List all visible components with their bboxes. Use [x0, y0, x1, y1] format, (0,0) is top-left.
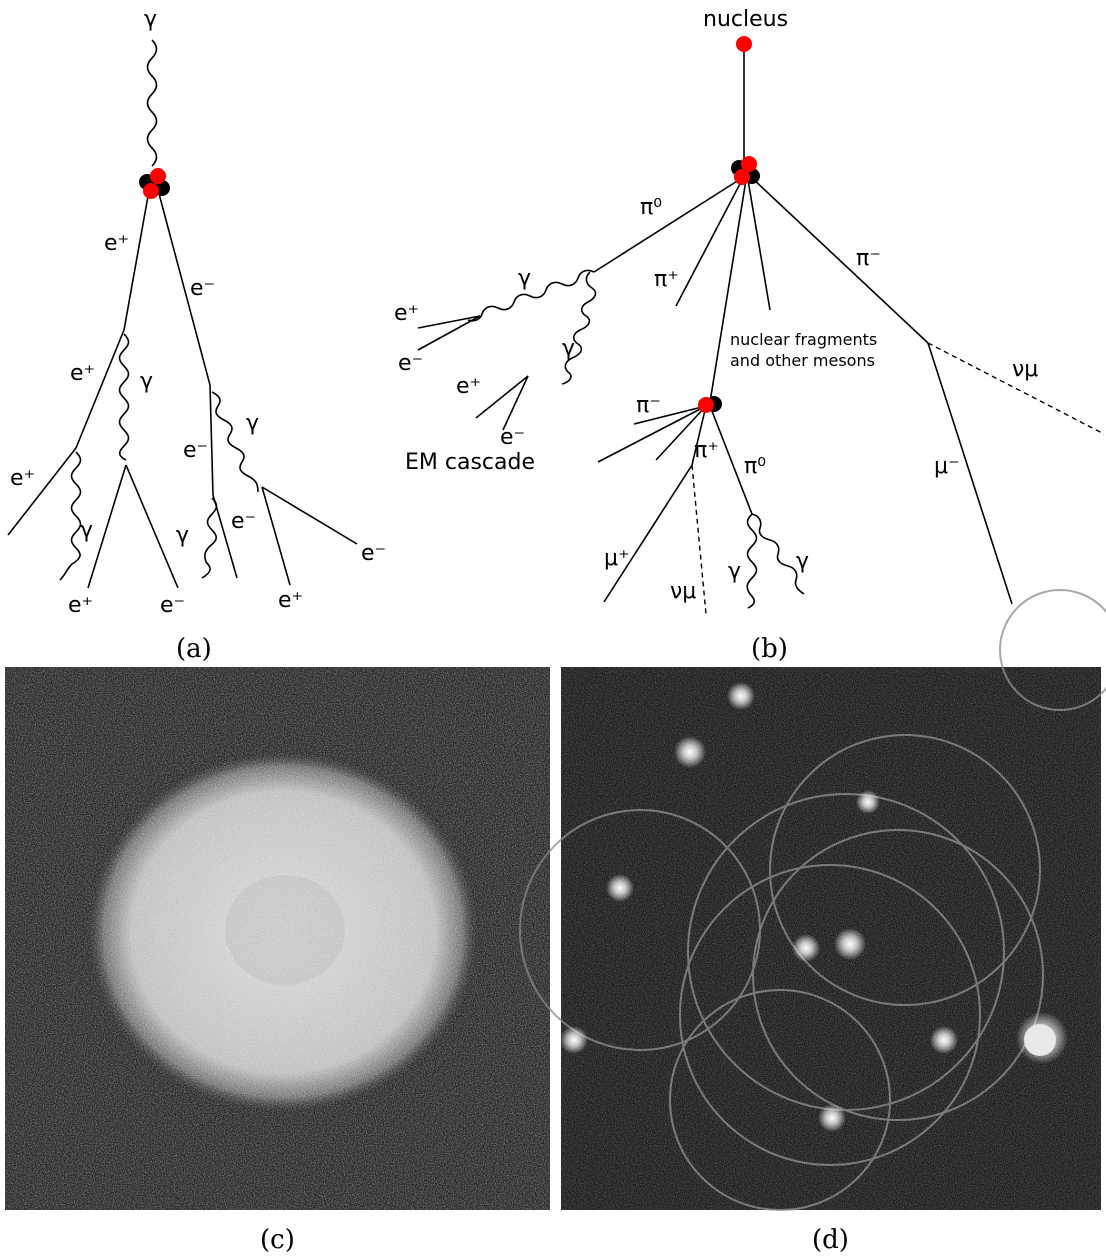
vertex-red: [736, 36, 752, 52]
label-nucleus: nucleus: [703, 7, 788, 32]
fragment-track: [747, 179, 771, 311]
label-gamma: γ: [144, 7, 157, 32]
e-plus-track: [7, 447, 77, 536]
label-gamma: γ: [176, 523, 189, 548]
pi0-track: [593, 177, 743, 273]
label-nu-mu: νμ: [670, 579, 696, 604]
label-fragments: nuclear fragments: [730, 330, 877, 349]
label-nu-mu: νμ: [1012, 357, 1038, 382]
vertex-red: [741, 156, 757, 172]
secondary-track: [597, 405, 707, 463]
vertex-red: [143, 183, 159, 199]
panel-a: γ e⁺ e⁻ e⁺ γ e⁻ γ e⁺ γ γ e⁻ e⁺ e⁻ e⁺ e⁻ …: [7, 7, 386, 664]
pi-plus-track: [675, 179, 743, 307]
e-minus-track: [502, 375, 529, 431]
label-e-plus: e⁺: [278, 588, 303, 613]
label-pi-minus: π⁻: [636, 393, 661, 418]
muon-track: [927, 342, 1013, 605]
e-minus-track: [157, 189, 211, 386]
incoming-photon-line: [146, 39, 158, 167]
vertex-red: [734, 169, 750, 185]
label-pi-minus: π⁻: [856, 246, 881, 271]
photo-d-noise: [561, 667, 1101, 1210]
e-minus-track: [417, 315, 481, 351]
panel-c: (c): [5, 667, 550, 1255]
pi-plus-track: [691, 405, 707, 466]
photon-track: [211, 391, 259, 493]
photon-track: [59, 451, 82, 581]
label-gamma: γ: [518, 266, 531, 291]
photon-track: [751, 513, 805, 595]
label-pi-plus: π⁺: [654, 267, 679, 292]
photo-c-noise: [5, 667, 550, 1210]
muon-track: [603, 464, 693, 603]
caption-b: (b): [751, 634, 788, 664]
label-e-plus: e⁺: [70, 361, 95, 386]
pi-minus-track: [751, 177, 929, 344]
label-e-minus: e⁻: [183, 438, 208, 463]
label-e-plus: e⁺: [10, 466, 35, 491]
photon-track: [467, 269, 595, 322]
label-pi0: π⁰: [640, 195, 662, 220]
label-gamma: γ: [246, 411, 259, 436]
e-minus-track: [209, 384, 214, 496]
e-plus-track: [417, 315, 481, 329]
label-mu-plus: μ⁺: [604, 546, 630, 571]
label-e-minus: e⁻: [160, 593, 185, 618]
e-minus-track: [212, 494, 238, 579]
photon-track: [201, 497, 218, 579]
label-e-minus: e⁻: [500, 425, 525, 450]
label-e-minus: e⁻: [190, 276, 215, 301]
caption-c: (c): [260, 1225, 295, 1255]
label-gamma: γ: [80, 518, 93, 543]
caption-d: (d): [812, 1225, 849, 1255]
label-e-plus: e⁺: [104, 231, 129, 256]
label-gamma: γ: [140, 369, 153, 394]
photon-track: [118, 333, 130, 461]
vertex-red: [698, 397, 714, 413]
label-em-cascade: EM cascade: [405, 450, 535, 475]
secondary-track: [655, 405, 707, 461]
neutrino-track: [691, 464, 707, 615]
label-fragments: and other mesons: [730, 351, 875, 370]
label-mu-minus: μ⁻: [934, 454, 960, 479]
label-e-minus: e⁻: [361, 541, 386, 566]
panel-d: (d): [519, 589, 1106, 1255]
e-minus-track: [261, 486, 358, 545]
e-minus-track: [125, 464, 179, 589]
label-e-plus: e⁺: [68, 593, 93, 618]
caption-a: (a): [176, 634, 212, 664]
label-e-minus: e⁻: [398, 351, 423, 376]
vertex-red: [150, 168, 166, 184]
neutrino-track: [927, 342, 1105, 435]
label-gamma: γ: [796, 549, 809, 574]
e-plus-track: [475, 375, 529, 419]
pi-minus-track: [633, 405, 707, 425]
pi0-track: [709, 405, 753, 515]
e-plus-track: [75, 329, 125, 449]
label-e-plus: e⁺: [456, 374, 481, 399]
e-plus-track: [123, 184, 151, 331]
label-gamma: γ: [562, 336, 575, 361]
label-pi0: π⁰: [744, 454, 766, 479]
photon-track: [561, 271, 597, 385]
e-plus-track: [87, 464, 127, 589]
label-pi-plus: π⁺: [694, 438, 719, 463]
panel-b: nucleus π⁰ γ π⁺ π⁻ e⁺ e⁻ γ e⁺ e⁻ EM casc…: [394, 7, 1105, 664]
label-gamma: γ: [728, 559, 741, 584]
label-e-minus: e⁻: [231, 509, 256, 534]
e-plus-track: [261, 486, 291, 586]
secondary-track: [709, 179, 747, 403]
label-e-plus: e⁺: [394, 301, 419, 326]
photon-track: [746, 513, 758, 609]
